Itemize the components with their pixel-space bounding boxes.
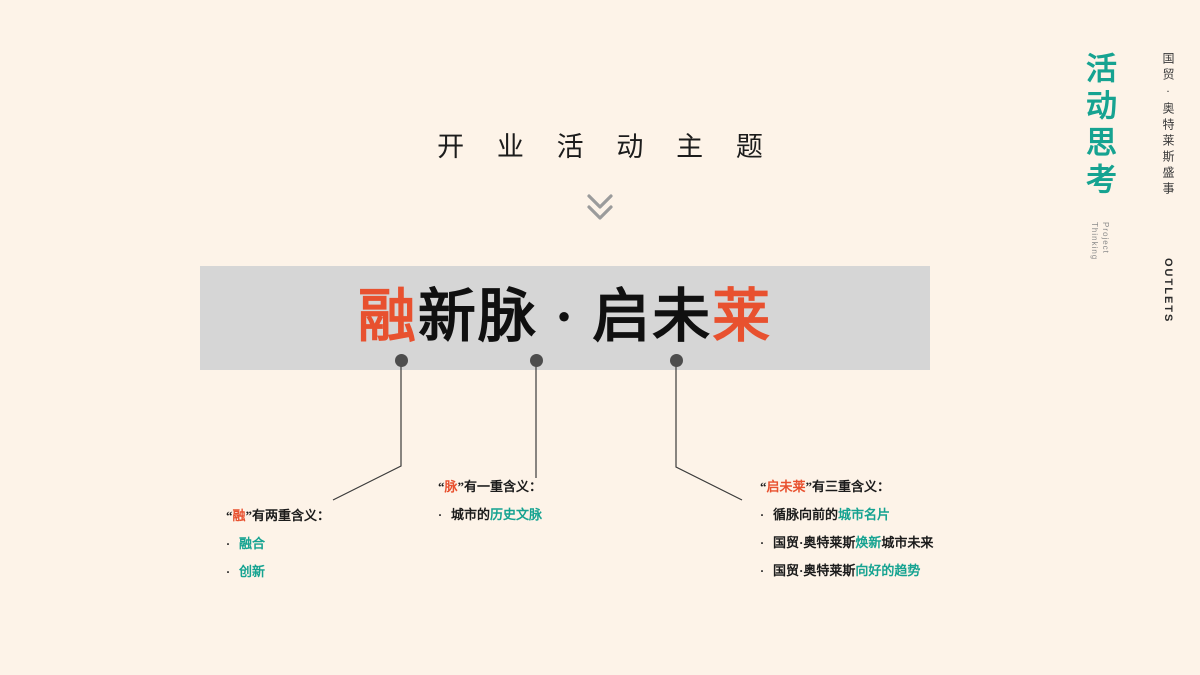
list-item-highlight: 向好的趋势 bbox=[855, 563, 921, 578]
bullet-icon: · bbox=[760, 564, 765, 578]
annotation-mai-keyword: 脉 bbox=[444, 479, 458, 494]
connector-dot-right bbox=[670, 354, 683, 367]
headline-part-3: 莱 bbox=[712, 284, 773, 349]
list-item: · 城市的历史文脉 bbox=[438, 504, 542, 523]
headline-part-2: 新脉 · 启未 bbox=[417, 284, 713, 349]
sidebar-subtitle: Project Thinking bbox=[1090, 222, 1110, 260]
bullet-icon: · bbox=[226, 565, 231, 579]
annotation-rong-keyword: 融 bbox=[232, 508, 246, 523]
list-item: · 创新 bbox=[226, 561, 330, 580]
connector-dot-middle bbox=[530, 354, 543, 367]
annotation-mai: “脉”有一重含义： · 城市的历史文脉 bbox=[438, 476, 542, 532]
list-item-text: 国贸·奥特莱斯 bbox=[773, 535, 856, 550]
annotation-mai-heading-suffix: ”有一重含义： bbox=[457, 479, 543, 494]
annotation-rong: “融”有两重含义： · 融合 · 创新 bbox=[226, 505, 330, 589]
list-item: · 循脉向前的城市名片 bbox=[760, 504, 933, 523]
annotation-rong-heading-suffix: ”有两重含义： bbox=[245, 508, 331, 523]
list-item: · 国贸·奥特莱斯焕新城市未来 bbox=[760, 532, 933, 551]
list-item-text: 创新 bbox=[239, 564, 266, 579]
list-item-text: 国贸·奥特莱斯 bbox=[773, 563, 856, 578]
connector-dot-left bbox=[395, 354, 408, 367]
sidebar-brand-cn: 国贸·奥特莱斯盛事 bbox=[1161, 52, 1175, 198]
annotation-qiweilai-heading-suffix: ”有三重含义： bbox=[805, 479, 891, 494]
list-item-tail: 城市未来 bbox=[881, 535, 934, 550]
list-item: · 融合 bbox=[226, 533, 330, 552]
headline-text: 融新脉 · 启未莱 bbox=[200, 266, 930, 370]
list-item-text: 融合 bbox=[239, 536, 266, 551]
bullet-icon: · bbox=[438, 508, 443, 522]
quote-open: “ bbox=[438, 479, 445, 494]
list-item: · 国贸·奥特莱斯向好的趋势 bbox=[760, 560, 933, 579]
sidebar: 活动思考 Project Thinking 国贸·奥特莱斯盛事 OUTLETS bbox=[1050, 0, 1200, 675]
quote-open: “ bbox=[760, 479, 767, 494]
bullet-icon: · bbox=[760, 508, 765, 522]
bullet-icon: · bbox=[760, 536, 765, 550]
list-item-text: 循脉向前的 bbox=[773, 507, 839, 522]
sidebar-brand-en: OUTLETS bbox=[1162, 258, 1174, 324]
sidebar-subtitle-line1: Project bbox=[1101, 222, 1110, 254]
sidebar-title: 活动思考 bbox=[1081, 52, 1116, 200]
quote-open: “ bbox=[226, 508, 233, 523]
list-item-highlight: 历史文脉 bbox=[490, 507, 543, 522]
list-item-highlight: 城市名片 bbox=[838, 507, 891, 522]
annotation-qiweilai-keyword: 启未莱 bbox=[766, 479, 806, 494]
annotation-mai-heading: “脉”有一重含义： bbox=[438, 476, 542, 495]
headline-banner: 融新脉 · 启未莱 bbox=[200, 266, 930, 370]
double-chevron-down-icon bbox=[0, 190, 1200, 224]
annotation-qiweilai: “启未莱”有三重含义： · 循脉向前的城市名片 · 国贸·奥特莱斯焕新城市未来 … bbox=[760, 476, 933, 588]
list-item-highlight: 焕新 bbox=[855, 535, 882, 550]
list-item-text: 城市的 bbox=[451, 507, 491, 522]
headline-part-1: 融 bbox=[357, 284, 418, 349]
bullet-icon: · bbox=[226, 537, 231, 551]
annotation-qiweilai-heading: “启未莱”有三重含义： bbox=[760, 476, 933, 495]
annotation-rong-heading: “融”有两重含义： bbox=[226, 505, 330, 524]
sidebar-subtitle-line2: Thinking bbox=[1090, 222, 1099, 261]
page-title: 开 业 活 动 主 题 bbox=[437, 132, 776, 162]
